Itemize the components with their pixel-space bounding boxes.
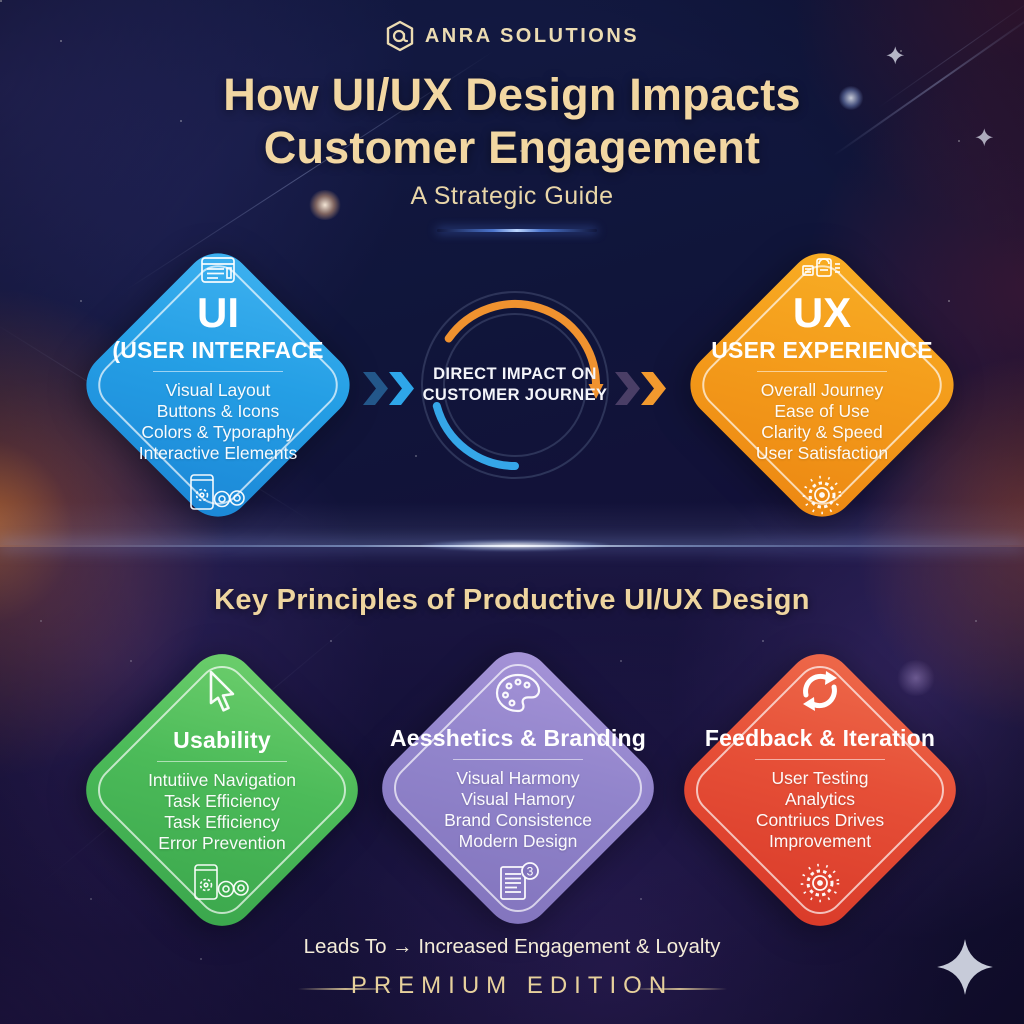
feedback-title: Feedback & Iteration <box>704 725 936 751</box>
subtitle-divider <box>437 229 597 232</box>
usability-item: Task Efficiency <box>164 791 280 811</box>
card-divider <box>157 761 287 762</box>
sparkle-star-icon <box>936 938 994 996</box>
aesthetics-title: Aesshetics & Branding <box>390 725 646 751</box>
feedback-item: User Testing <box>771 768 869 788</box>
impact-label: DIRECT IMPACT ON CUSTOMER JOURNEY <box>422 365 608 404</box>
ui-item: Buttons & Icons <box>156 401 280 421</box>
aesthetics-card: Aesshetics & Branding Visual Harmony Vis… <box>388 672 648 905</box>
feedback-item: Contriucs Drives <box>755 810 885 830</box>
aesthetics-item: Visual Harmony <box>456 768 580 788</box>
phone-gears-icon <box>189 473 247 511</box>
ux-abbr: UX <box>792 289 852 336</box>
feedback-item: Analytics <box>784 789 856 809</box>
ui-item: Interactive Elements <box>138 443 298 463</box>
usability-item: Task Efficiency <box>164 812 280 832</box>
document-badge-icon: 3 <box>495 861 541 905</box>
page-title: How UI/UX Design Impacts Customer Engage… <box>0 68 1024 174</box>
premium-right-rule <box>632 988 727 990</box>
title-line-2: Customer Engagement <box>263 122 761 173</box>
impact-circle <box>415 285 615 485</box>
ux-item: Overall Journey <box>760 380 884 400</box>
section-divider-flare <box>420 540 610 551</box>
card-divider <box>755 759 885 760</box>
ux-item: Clarity & Speed <box>761 422 883 442</box>
cursor-icon <box>199 668 245 716</box>
brand-hexagon-icon <box>385 20 415 52</box>
ui-item: Visual Layout <box>165 380 271 400</box>
ui-card-title: (USER INTERFACE <box>112 337 324 363</box>
cycle-arrows-icon <box>796 668 844 714</box>
card-divider <box>757 371 887 372</box>
palette-icon <box>494 672 542 714</box>
premium-left-rule <box>298 988 393 990</box>
page-subtitle: A Strategic Guide <box>410 182 614 210</box>
devices-icon <box>801 256 843 284</box>
blue-arc <box>432 402 519 470</box>
starfield <box>0 0 2 2</box>
ux-card: UX USER EXPERIENCE Overall Journey Ease … <box>692 256 952 517</box>
usability-card: Usability Intutiive Navigation Task Effi… <box>92 668 352 901</box>
title-line-1: How UI/UX Design Impacts <box>223 69 801 120</box>
card-divider <box>153 371 283 372</box>
principles-heading: Key Principles of Productive UI/UX Desig… <box>214 584 810 616</box>
gear-icon <box>800 473 844 517</box>
ui-card: UI (USER INTERFACE Visual Layout Buttons… <box>88 256 348 511</box>
usability-item: Intutiive Navigation <box>148 770 296 790</box>
browser-window-icon <box>200 256 236 284</box>
ux-item: Ease of Use <box>774 401 870 421</box>
feedback-card: Feedback & Iteration User Testing Analyt… <box>690 668 950 905</box>
leads-statement: Leads To → Increased Engagement & Loyalt… <box>303 935 721 958</box>
usability-item: Error Prevention <box>158 833 286 853</box>
orange-arc <box>444 300 600 389</box>
usability-title: Usability <box>173 727 271 753</box>
ui-abbr: UI <box>197 289 239 336</box>
aesthetics-item: Brand Consistence <box>444 810 592 830</box>
sparkle-star-icon <box>975 128 994 147</box>
orange-arrowhead-icon <box>588 384 604 399</box>
aesthetics-item: Visual Hamory <box>461 789 575 809</box>
sparkle-star-icon <box>886 46 905 65</box>
edition-label: PREMIUM EDITION <box>350 972 674 999</box>
ux-card-title: USER EXPERIENCE <box>711 337 933 363</box>
brand: ANRA SOLUTIONS <box>0 20 1024 52</box>
brand-name: ANRA SOLUTIONS <box>424 24 640 47</box>
phone-gears-icon <box>193 863 251 901</box>
ux-item: User Satisfaction <box>755 443 889 463</box>
ui-item: Colors & Typoraphy <box>141 422 295 442</box>
feedback-item: Improvement <box>768 831 872 851</box>
gear-icon <box>798 861 842 905</box>
card-divider <box>453 759 583 760</box>
svg-text:3: 3 <box>527 865 534 879</box>
aesthetics-item: Modern Design <box>458 831 578 851</box>
